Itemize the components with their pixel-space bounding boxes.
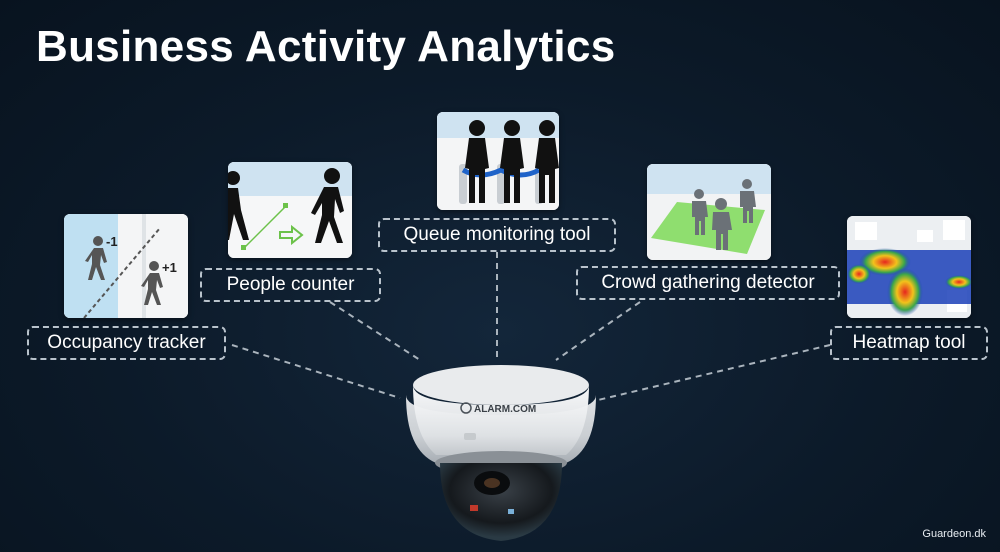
heatmap-icon [847,216,971,318]
occupancy-tracker-thumbnail: -1 +1 [64,214,188,318]
occupancy-tracker-label[interactable]: Occupancy tracker [27,326,226,360]
queue-monitoring-icon [437,112,559,210]
crowd-gathering-label[interactable]: Crowd gathering detector [576,266,840,300]
occupancy-minus-badge: -1 [106,234,118,249]
watermark: Guardeon.dk [922,528,986,540]
occupancy-plus-badge: +1 [162,260,177,275]
connector-people-counter [329,301,421,361]
people-counter-icon [228,162,352,258]
crowd-gathering-thumbnail [647,164,771,260]
people-counter-thumbnail [228,162,352,258]
queue-monitoring-label[interactable]: Queue monitoring tool [378,218,616,252]
occupancy-tracker-icon: -1 +1 [64,214,188,318]
crowd-gathering-icon [647,164,771,260]
connector-occupancy [231,344,401,399]
heatmap-label[interactable]: Heatmap tool [830,326,988,360]
camera-brand-label: ALARM.COM [474,404,536,415]
people-counter-label[interactable]: People counter [200,268,381,302]
dome-camera-icon: ALARM.COM [406,365,596,541]
queue-monitoring-thumbnail [437,112,559,210]
connector-crowd [555,301,641,361]
heatmap-thumbnail [847,216,971,318]
page-title: Business Activity Analytics [36,22,616,71]
connector-heatmap [597,344,831,401]
